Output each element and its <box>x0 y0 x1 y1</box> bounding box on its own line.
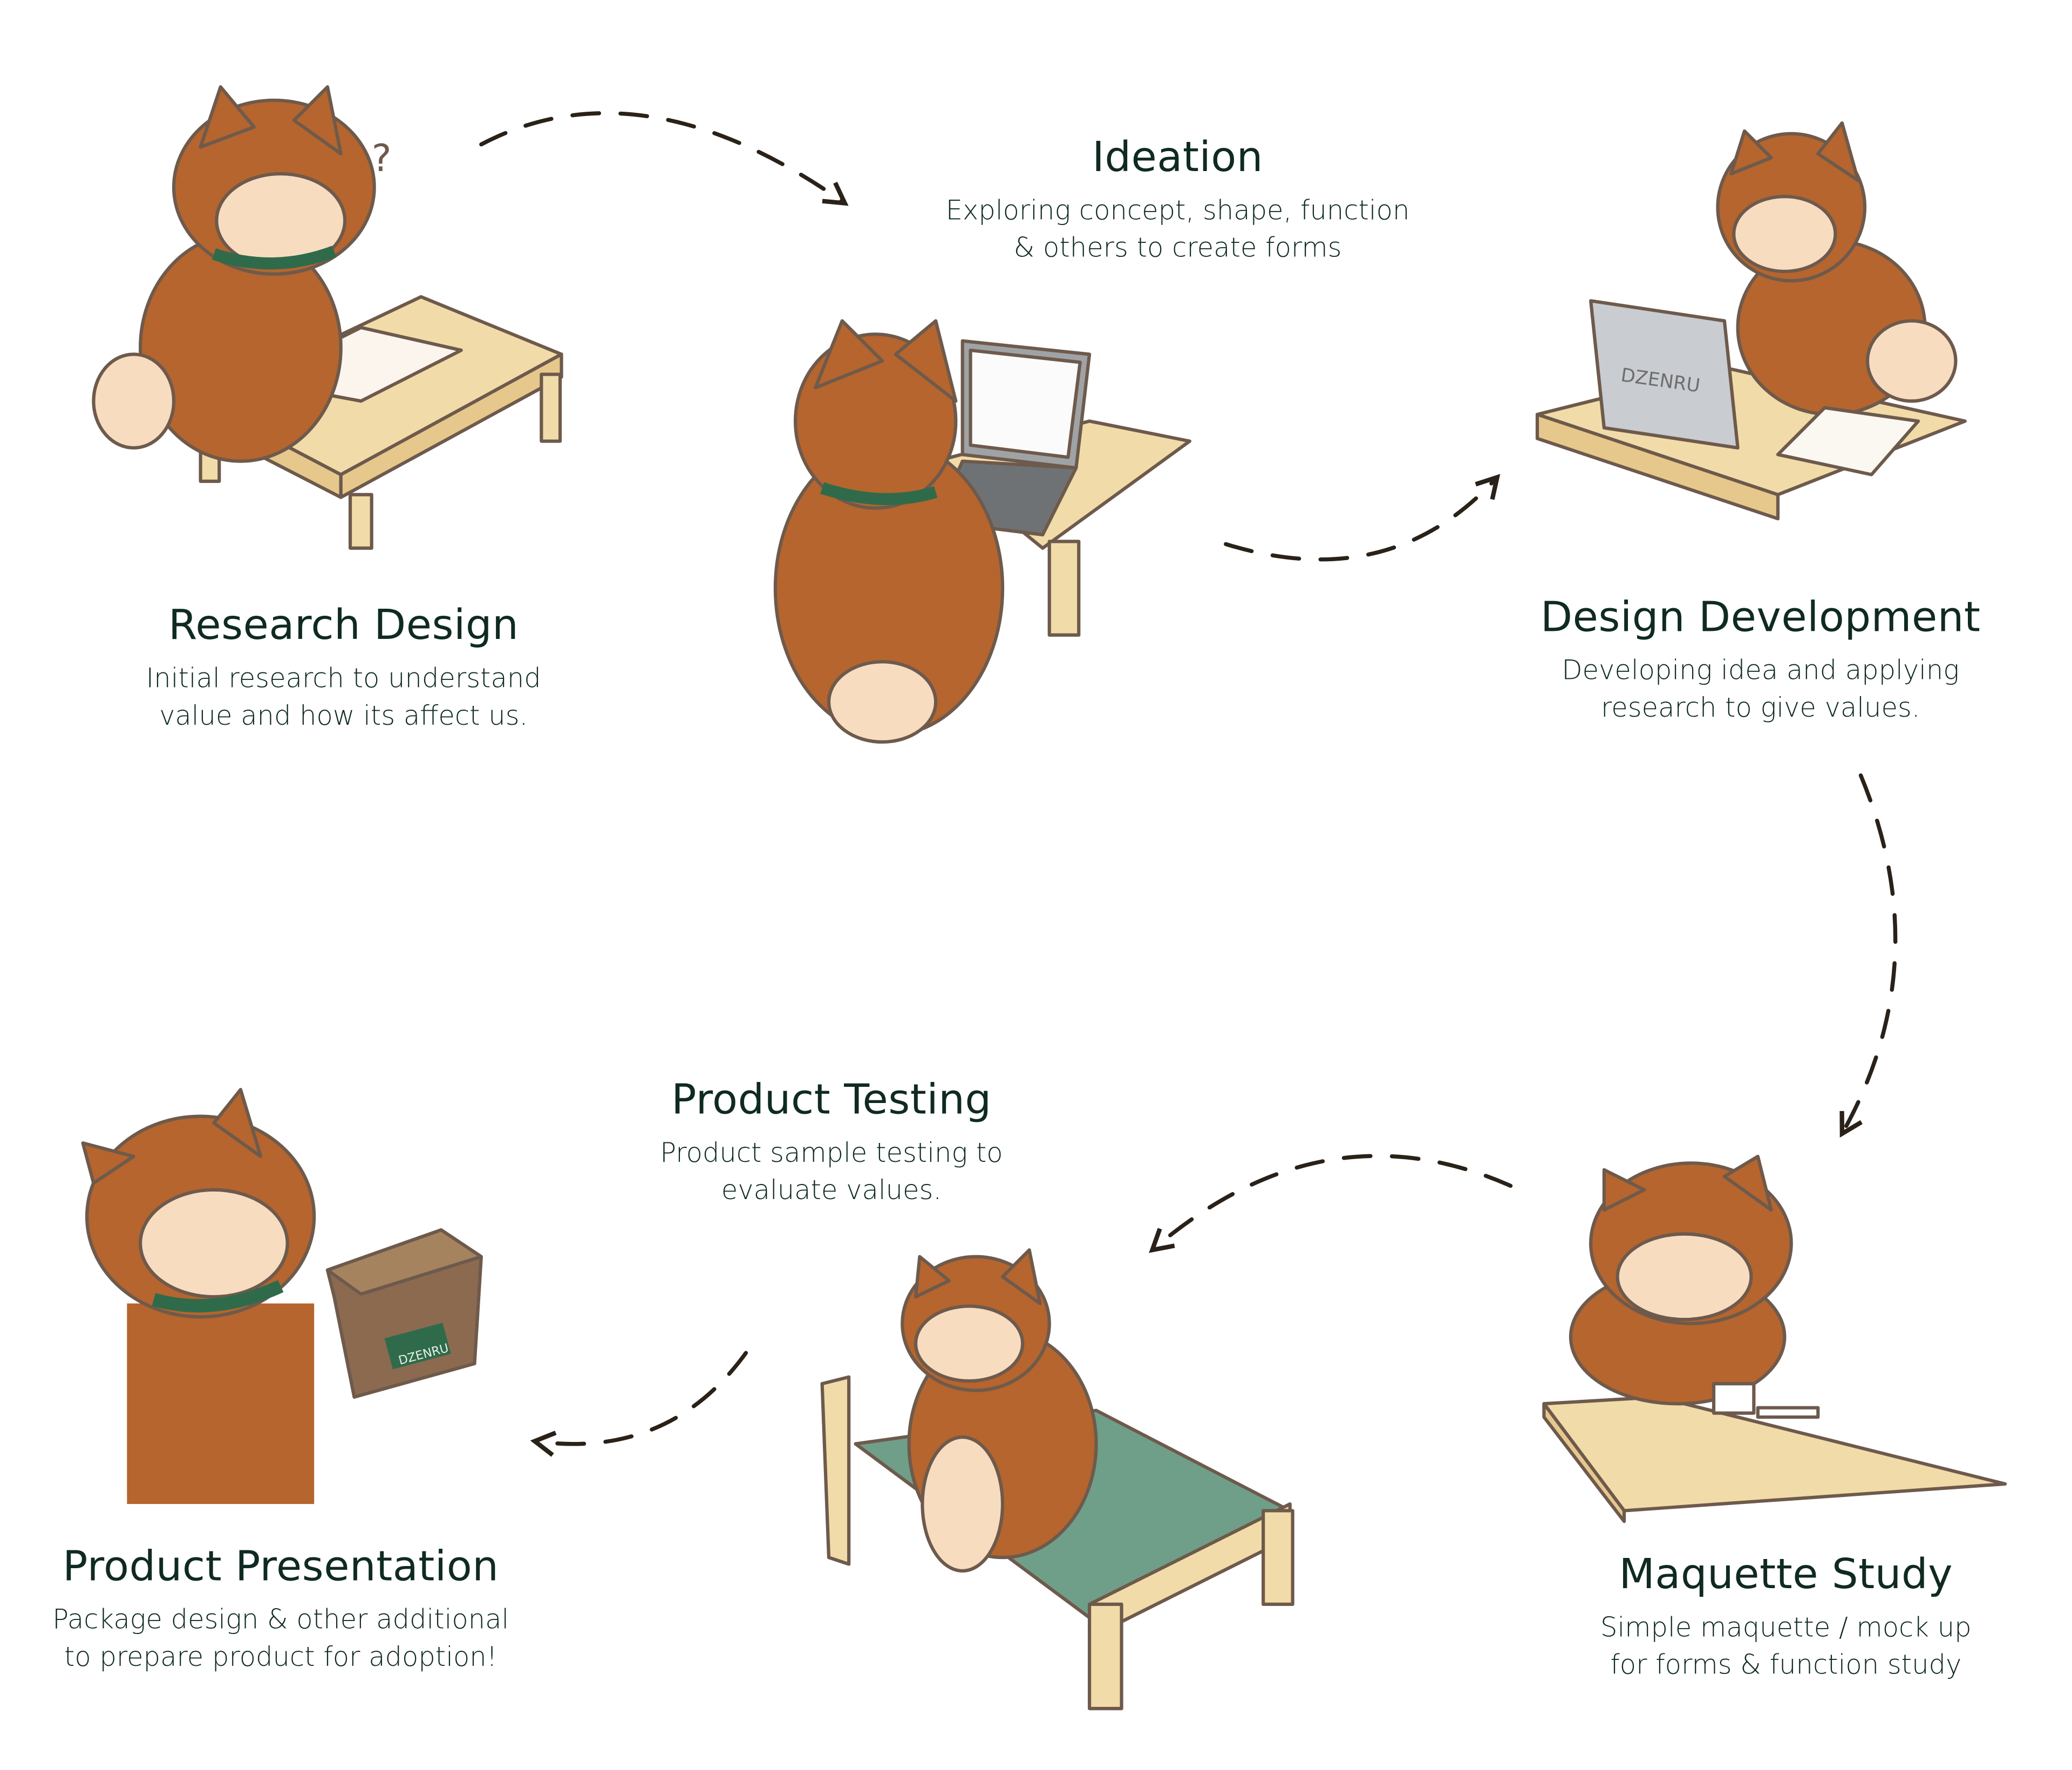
testing-dog-illustration <box>820 1248 1294 1711</box>
step-title: Product Testing <box>671 1076 992 1125</box>
step-title: Product Presentation <box>63 1542 499 1591</box>
research-dog-illustration <box>92 85 563 550</box>
arrow-ideation-to-development <box>1224 474 1501 562</box>
question-mark-icon: ? <box>372 137 392 180</box>
step-description-line: to prepare product for adoption! <box>64 1640 497 1673</box>
step-title: Ideation <box>1092 133 1263 182</box>
arrow-testing-to-presentation <box>530 1351 748 1457</box>
step-description-line: Package design & other additional <box>52 1603 509 1635</box>
step-maquette-study: Maquette Study Simple maquette / mock up… <box>1600 1549 1972 1683</box>
step-research-design: Research Design Initial research to unde… <box>146 600 541 734</box>
step-ideation: Ideation Exploring concept, shape, funct… <box>946 132 1410 266</box>
step-design-development: Design Development Developing idea and a… <box>1541 592 1981 726</box>
step-description-line: & others to create forms <box>1013 231 1342 264</box>
step-description-line: Exploring concept, shape, function <box>945 194 1410 226</box>
step-title: Research Design <box>168 601 519 650</box>
arrow-research-to-ideation <box>479 111 849 206</box>
step-description-line: Developing idea and applying <box>1562 653 1960 686</box>
arrow-maquette-to-testing <box>1149 1154 1513 1253</box>
step-description-line: evaluate values. <box>721 1174 942 1206</box>
maquette-dog-illustration <box>1542 1154 2007 1523</box>
arrow-development-to-maquette <box>1839 773 1898 1138</box>
step-title: Design Development <box>1540 593 1981 642</box>
step-product-testing: Product Testing Product sample testing t… <box>660 1075 1003 1209</box>
step-description-line: for forms & function study <box>1610 1648 1962 1681</box>
step-description-line: Simple maquette / mock up <box>1600 1611 1972 1643</box>
step-description-line: value and how its affect us. <box>159 699 528 732</box>
step-product-presentation: Product Presentation Package design & ot… <box>52 1541 509 1675</box>
ideation-dog-illustration <box>773 319 1191 744</box>
presentation-dog-illustration <box>81 1087 483 1504</box>
step-description-line: Initial research to understand <box>146 662 541 694</box>
step-description-line: Product sample testing to <box>660 1136 1003 1169</box>
step-description-line: research to give values. <box>1600 691 1920 724</box>
development-dog-illustration <box>1535 121 1967 521</box>
step-title: Maquette Study <box>1619 1550 1953 1599</box>
